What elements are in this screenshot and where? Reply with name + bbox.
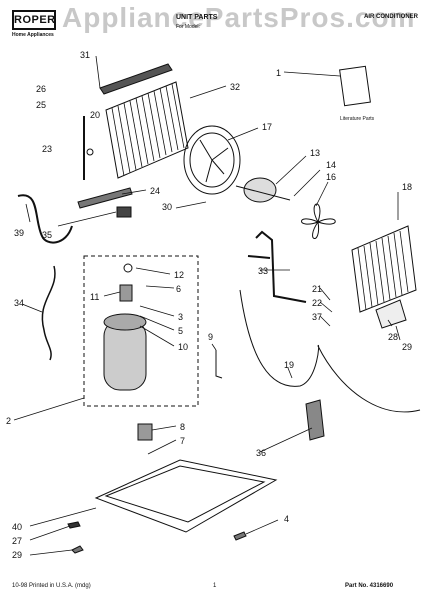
callout-3: 3 <box>178 312 183 322</box>
callout-26: 26 <box>36 84 46 94</box>
callout-9: 9 <box>208 332 213 342</box>
callout-5: 5 <box>178 326 183 336</box>
callout-4: 4 <box>284 514 289 524</box>
callout-19: 19 <box>284 360 294 370</box>
callout-numbers: 31 32 1 26 25 20 17 23 13 14 16 18 24 30… <box>6 50 412 560</box>
callout-13: 13 <box>310 148 320 158</box>
part-34-drain-pan-block <box>305 399 325 441</box>
print-info: 10-98 Printed in U.S.A. (mdg) <box>12 583 91 589</box>
callout-14: 14 <box>326 160 336 170</box>
callout-23: 23 <box>42 144 52 154</box>
callout-33: 33 <box>258 266 268 276</box>
part-20-condenser-coil <box>105 81 189 179</box>
callout-20: 32 <box>230 82 240 92</box>
page-number: 1 <box>213 583 217 589</box>
brand-subtitle: Home Appliances <box>12 32 54 38</box>
callout-32: 31 <box>80 50 90 60</box>
part-13-fan-motor <box>235 177 291 203</box>
product-type: AIR CONDITIONER <box>364 14 418 20</box>
callout-8: 8 <box>180 422 185 432</box>
part-28-filter <box>375 299 407 329</box>
callout-27: 27 <box>12 536 22 546</box>
part-35-wire <box>41 265 56 361</box>
callout-1: 1 <box>276 68 281 78</box>
model-line: For Model: <box>176 24 200 30</box>
part-9-wire <box>215 350 223 379</box>
callout-16: 16 <box>326 172 336 182</box>
part-11-cap <box>119 284 133 302</box>
part-number: Part No. 4316690 <box>345 583 394 589</box>
part-24-bar <box>77 187 133 209</box>
callout-24: 24 <box>150 186 160 196</box>
callout-7: 7 <box>180 436 185 446</box>
part-18-evaporator-coil <box>351 225 417 313</box>
leader-lines <box>13 55 401 556</box>
callout-39: 39 <box>14 228 24 238</box>
callout-22: 22 <box>312 298 322 308</box>
part-39-drain-tube <box>17 194 73 244</box>
literature-parts-label: Literature Parts <box>340 116 375 122</box>
part-8-mount <box>137 423 153 441</box>
callout-34: 36 <box>256 448 266 458</box>
callout-11: 11 <box>90 292 99 302</box>
callout-40: 40 <box>12 522 22 532</box>
part-40-base-pan <box>94 459 278 533</box>
callout-10: 10 <box>178 342 188 352</box>
part-33-tube-assembly <box>247 230 307 303</box>
part-32-bracket <box>99 63 173 95</box>
callout-17: 17 <box>262 122 272 132</box>
part-21-clip-left <box>86 148 94 156</box>
callout-31: 30 <box>162 202 172 212</box>
callout-37: 37 <box>312 312 322 322</box>
part-1-literature <box>339 65 371 107</box>
part-4-screw <box>233 531 247 541</box>
section-title: UNIT PARTS <box>176 14 218 21</box>
callout-28: 28 <box>388 332 398 342</box>
callout-6: 6 <box>176 284 181 294</box>
callout-12: 12 <box>174 270 184 280</box>
part-12-grommet <box>123 263 133 273</box>
callout-25: 25 <box>36 100 46 110</box>
callout-29: 29 <box>402 342 412 352</box>
part-16-fan-blade <box>301 203 336 239</box>
part-27-screw <box>67 521 81 529</box>
brand-logo: ROPER <box>12 10 56 30</box>
callout-2: 2 <box>6 416 11 426</box>
part-19-wire-harness <box>239 289 421 413</box>
part-30-clip <box>71 545 84 554</box>
part-36-block <box>116 206 132 218</box>
compressor-group-box <box>83 255 199 407</box>
watermark: AppliancePartsPros.com <box>62 2 416 33</box>
callout-21-left: 20 <box>90 110 100 120</box>
part-2-compressor <box>103 313 147 391</box>
callout-18: 18 <box>402 182 412 192</box>
callout-30: 29 <box>12 550 22 560</box>
callout-21-right: 21 <box>312 284 322 294</box>
callout-36: 35 <box>42 230 52 240</box>
callout-35: 34 <box>14 298 24 308</box>
part-17-blower-wheel <box>183 125 241 195</box>
